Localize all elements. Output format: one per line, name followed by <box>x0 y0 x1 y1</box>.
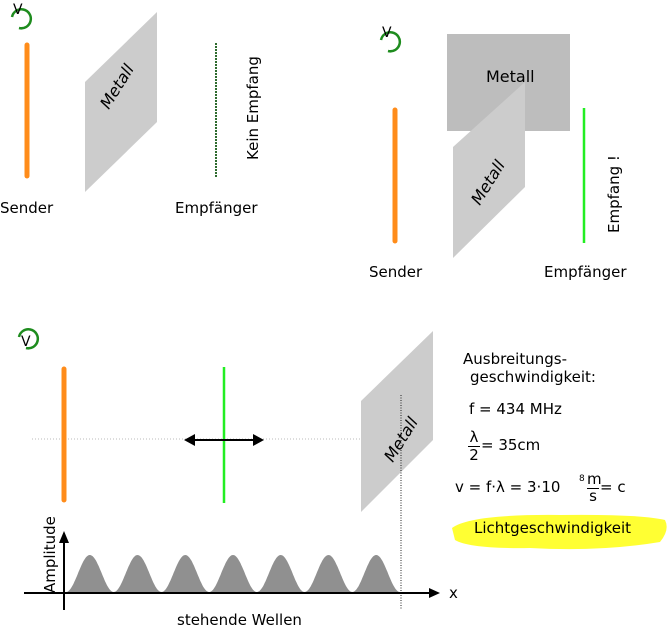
sender-label: Sender <box>369 263 423 281</box>
unit-fraction-bar <box>587 488 599 489</box>
fraction-bar <box>468 446 480 447</box>
velocity-prefix: v = f·λ = 3·10 <box>455 478 561 496</box>
panel-1 <box>10 8 217 192</box>
y-axis-arrow-icon <box>59 531 69 543</box>
metal-plate <box>85 12 157 192</box>
panel-2 <box>379 31 586 258</box>
unit-numerator: m <box>587 470 602 488</box>
velocity-suffix: = c <box>600 478 626 496</box>
metal-plate-front <box>453 82 525 258</box>
velocity-exponent: 8 <box>579 474 585 484</box>
unit-denominator: s <box>589 487 597 505</box>
badge-ring <box>10 8 33 30</box>
badge-ring <box>379 31 402 53</box>
sender-label: Sender <box>0 199 54 217</box>
badge-v: V <box>382 25 392 41</box>
arrow-head-left <box>184 434 195 446</box>
highlight-marker <box>452 514 667 550</box>
y-axis-label: Amplitude <box>41 516 59 593</box>
info-heading-line2: geschwindigkeit: <box>470 368 596 386</box>
x-axis-arrow-icon <box>429 588 440 598</box>
badge-ring <box>17 328 40 350</box>
info-frequency: f = 434 MHz <box>469 400 562 418</box>
panel-3 <box>17 328 440 610</box>
highlight-speed-of-light: Lichtgeschwindigkeit <box>474 519 632 537</box>
badge-v: V <box>13 2 23 18</box>
receiver-label: Empfänger <box>544 263 627 281</box>
receiver-label: Empfänger <box>175 199 258 217</box>
arrow-head-right <box>253 434 264 446</box>
metal-label-back: Metall <box>486 67 535 86</box>
caption-standing-waves: stehende Wellen <box>177 611 302 629</box>
status-reception: Empfang ! <box>605 155 623 233</box>
standing-wave-envelope <box>66 555 400 592</box>
info-heading-line1: Ausbreitungs- <box>463 350 567 368</box>
status-no-reception: Kein Empfang <box>244 56 262 160</box>
fraction-numerator: λ <box>469 428 479 446</box>
x-axis-label: x <box>449 584 458 602</box>
half-wavelength-value: = 35cm <box>481 436 541 454</box>
fraction-denominator: 2 <box>469 446 479 464</box>
badge-v: V <box>21 334 31 350</box>
metal-plate <box>361 331 433 512</box>
